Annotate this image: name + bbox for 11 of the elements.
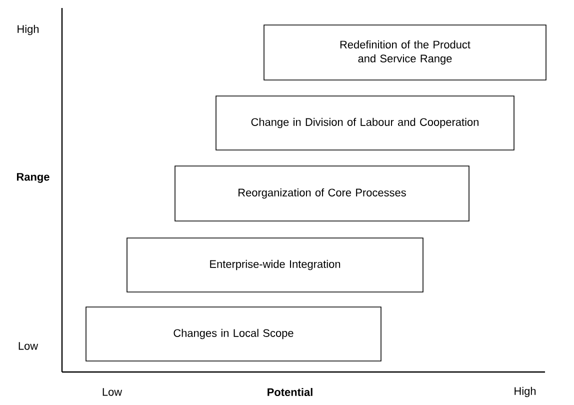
axis-label: High [18,24,39,36]
text-box: Reorganization of Core Processes [174,166,470,222]
axis-label: Potential [268,388,312,396]
text-box: Change in Division of Labour and Cooperation [216,96,514,150]
text-box: Enterprise-wide Integration [126,238,424,292]
axis-label: Range [17,173,50,183]
text-box: Redefinition of the Product and Service Range [264,24,546,80]
axis-label: High [514,386,536,398]
axis-label: Low [18,342,38,350]
text-box: Changes in Local Scope [86,306,382,362]
axis-label: Low [102,388,122,396]
